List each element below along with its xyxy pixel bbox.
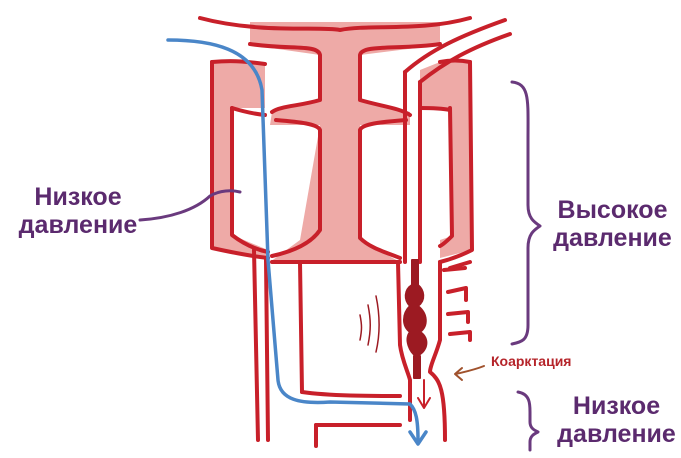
aorta-right-wall <box>430 262 445 440</box>
center-right-pillar <box>360 120 406 258</box>
right-upper-chamber <box>420 62 472 128</box>
collateral-4 <box>450 332 470 340</box>
lower-left-vessel-inner <box>266 260 268 440</box>
coarctation-label: Коарктация <box>491 354 571 370</box>
low-pressure-left-line1: Низкое <box>8 183 148 211</box>
left-upper-chamber <box>212 60 265 128</box>
blood-column <box>404 260 426 378</box>
blue-flow-line <box>168 40 418 440</box>
left-inner-top <box>232 108 265 115</box>
high-pressure-line2: давление <box>544 224 681 252</box>
right-inner-wall <box>440 108 452 246</box>
right-chamber-top <box>440 61 470 63</box>
collateral-2 <box>448 288 466 300</box>
flow-down-arrow <box>418 380 430 408</box>
central-t-junction <box>250 22 440 262</box>
turbulence-lines <box>360 296 379 352</box>
low-pressure-left-label: Низкое давление <box>8 183 148 239</box>
low-pressure-right-line2: давление <box>552 420 681 448</box>
right-side-chamber <box>440 128 472 258</box>
low-pressure-right-label: Низкое давление <box>552 392 681 448</box>
lower-center-left <box>300 262 302 392</box>
high-pressure-line1: Высокое <box>544 196 681 224</box>
low-pressure-brace <box>518 392 538 450</box>
collateral-3 <box>448 312 468 322</box>
coarctation-arrow <box>455 366 484 380</box>
low-pressure-right-line1: Низкое <box>552 392 681 420</box>
lower-center-bottom <box>302 392 400 396</box>
low-pressure-left-line2: давление <box>8 211 148 239</box>
lower-left-vessel-outer <box>254 250 258 440</box>
high-pressure-label: Высокое давление <box>544 196 681 252</box>
right-inner-top <box>420 108 450 110</box>
high-pressure-brace <box>512 82 540 344</box>
